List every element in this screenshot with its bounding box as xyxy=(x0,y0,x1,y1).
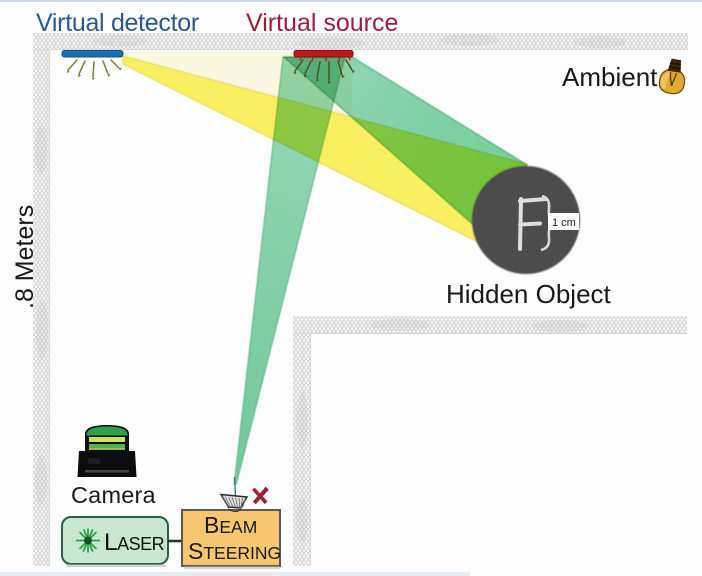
svg-text:Virtual source: Virtual source xyxy=(246,9,398,37)
svg-text:Ambient: Ambient xyxy=(562,62,658,92)
svg-text:1 cm: 1 cm xyxy=(552,217,576,229)
svg-text:Virtual detector: Virtual detector xyxy=(36,9,199,37)
svg-text:STEERING: STEERING xyxy=(188,538,281,564)
svg-text:Camera: Camera xyxy=(71,482,157,508)
svg-text:BEAM: BEAM xyxy=(204,512,257,538)
svg-text:Hidden Object: Hidden Object xyxy=(446,279,612,309)
svg-text:.8 Meters: .8 Meters xyxy=(11,205,39,309)
svg-text:LASER: LASER xyxy=(104,529,165,556)
